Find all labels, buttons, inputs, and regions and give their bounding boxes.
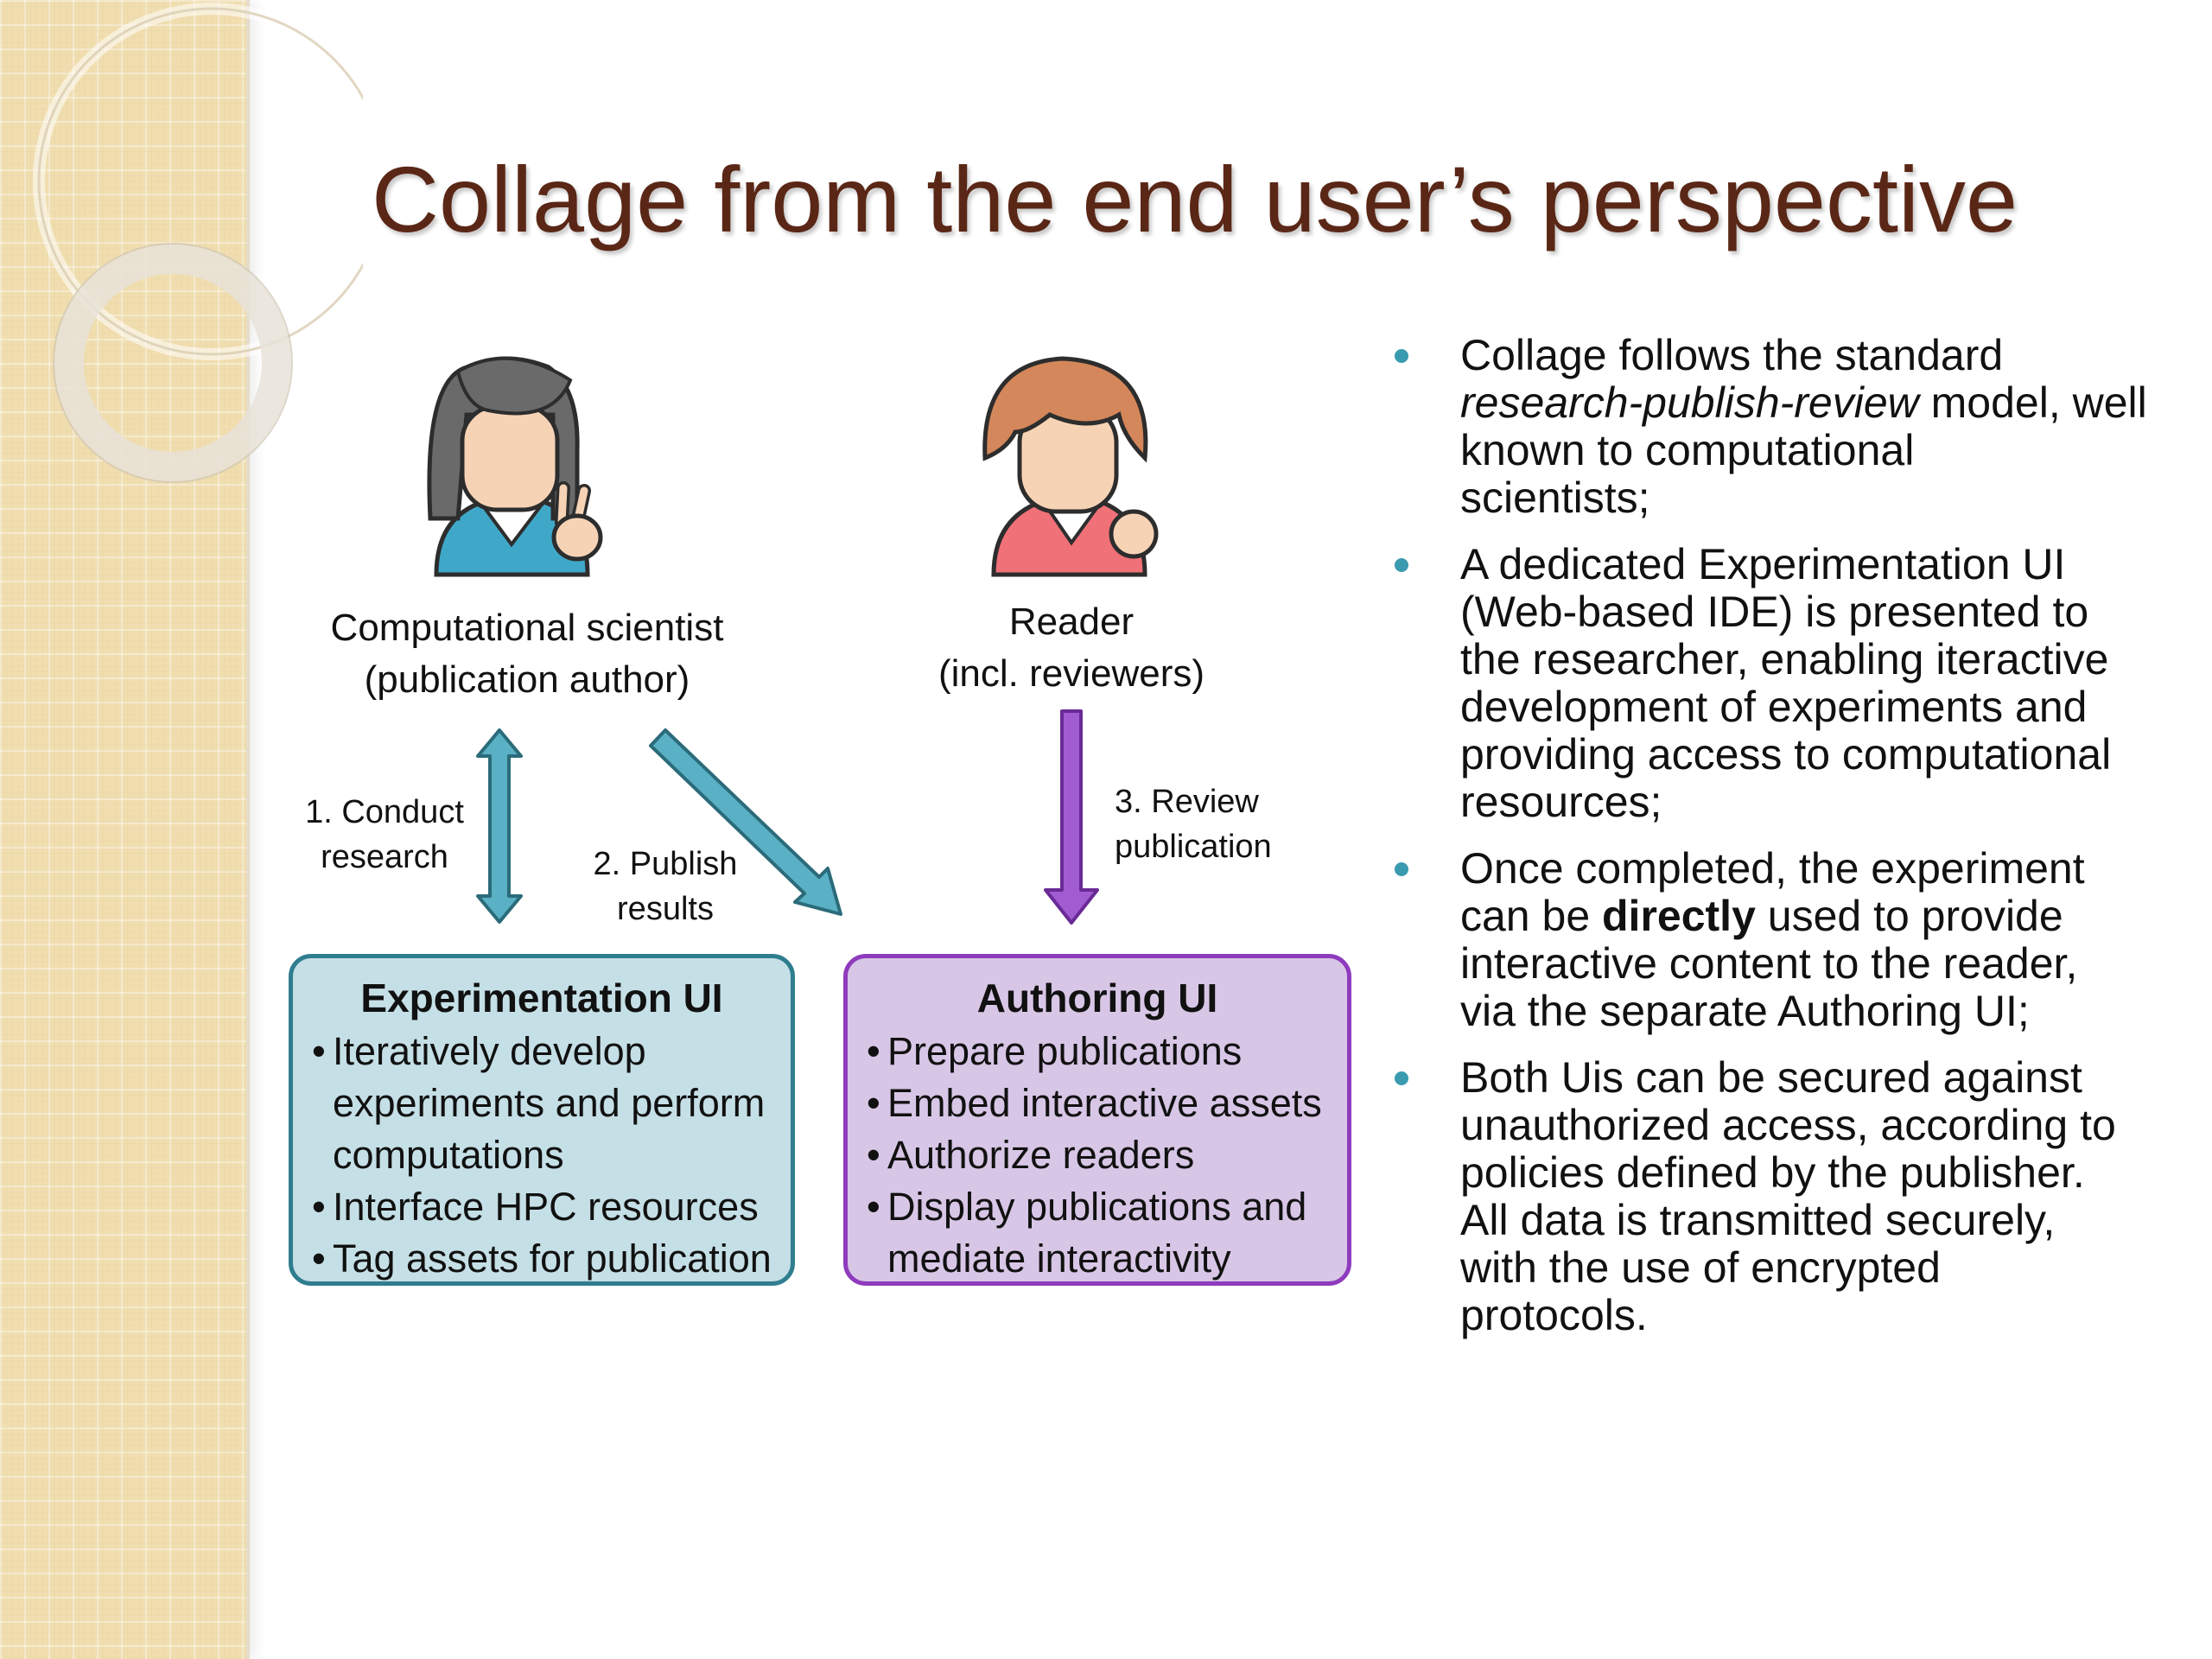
bullet-line: can be directly used to provide	[1460, 892, 2063, 940]
step-label-line2: research	[321, 839, 448, 875]
bullet-line: policies defined by the publisher.	[1460, 1148, 2085, 1197]
bullet-list: Collage follows the standard research-pu…	[1391, 332, 2169, 1358]
list-item: Tag assets for publication	[312, 1233, 772, 1285]
bullet-dot-icon	[1395, 349, 1408, 363]
list-item: Display publications and	[867, 1181, 1328, 1233]
author-label-line1: Computational scientist	[330, 607, 724, 649]
author-label: Computational scientist (publication aut…	[311, 602, 743, 706]
list-item: Interface HPC resources	[312, 1181, 772, 1233]
list-item: experiments and perform	[333, 1081, 766, 1125]
bullet-line: unauthorized access, according to	[1460, 1101, 2116, 1149]
experimentation-ui-title: Experimentation UI	[360, 976, 723, 1020]
list-item: Authorize readers	[867, 1129, 1328, 1181]
bullet-line: providing access to computational	[1460, 730, 2112, 779]
authoring-ui-box: Authoring UI Prepare publications Embed …	[843, 954, 1351, 1286]
bullet-line: protocols.	[1460, 1291, 1648, 1339]
bullet-research-model: Collage follows the standard research-pu…	[1391, 332, 2169, 522]
decorative-rings	[33, 3, 363, 483]
list-item: computations	[333, 1133, 564, 1177]
bullet-dot-icon	[1395, 1071, 1408, 1085]
bullet-authoring-ui: Once completed, the experiment can be di…	[1391, 845, 2169, 1035]
bullet-line: Both Uis can be secured against	[1460, 1053, 2082, 1102]
reader-person-icon	[982, 356, 1159, 577]
bullet-line: Collage follows the standard	[1460, 331, 2004, 379]
step-label-line1: 2. Publish	[593, 846, 738, 882]
bullet-line: All data is transmitted securely,	[1460, 1196, 2056, 1244]
bullet-line: (Web-based IDE) is presented to	[1460, 588, 2089, 636]
scientist-person-icon	[427, 356, 603, 577]
experimentation-ui-list: Iteratively develop experiments and perf…	[312, 1026, 772, 1285]
workflow-diagram	[427, 356, 1159, 925]
bullet-experimentation-ui: A dedicated Experimentation UI (Web-base…	[1391, 541, 2169, 826]
reader-label-line2: (incl. reviewers)	[938, 652, 1205, 695]
bullet-dot-icon	[1395, 862, 1408, 876]
review-publication-arrow	[1044, 709, 1099, 925]
bullet-line: research-publish-review model, well	[1460, 378, 2147, 427]
step-label-line2: results	[617, 891, 714, 927]
step-label-publish: 2. Publish results	[570, 842, 760, 931]
list-item: Prepare publications	[867, 1026, 1328, 1077]
bullet-line: A dedicated Experimentation UI	[1460, 540, 2066, 588]
bullet-security: Both Uis can be secured against unauthor…	[1391, 1054, 2169, 1339]
bullet-line: interactive content to the reader,	[1460, 939, 2078, 988]
step-label-line1: 3. Review	[1115, 784, 1259, 820]
author-label-line2: (publication author)	[364, 658, 690, 701]
list-item: mediate interactivity	[887, 1236, 1231, 1281]
bullet-dot-icon	[1395, 558, 1408, 572]
conduct-research-arrow	[476, 728, 523, 924]
reader-label-line1: Reader	[1008, 601, 1135, 643]
bullet-line: the researcher, enabling iteractive	[1460, 635, 2109, 683]
bullet-line: known to computational	[1460, 426, 1915, 474]
bullet-line: Once completed, the experiment	[1460, 844, 2085, 893]
experimentation-ui-box: Experimentation UI Iteratively develop e…	[289, 954, 795, 1286]
bullet-line: via the separate Authoring UI;	[1460, 987, 2030, 1035]
bullet-line: with the use of encrypted	[1460, 1243, 1941, 1292]
bullet-line: scientists;	[1460, 474, 1650, 522]
bullet-line: development of experiments and	[1460, 683, 2088, 731]
authoring-ui-list: Prepare publications Embed interactive a…	[867, 1026, 1328, 1285]
authoring-ui-title: Authoring UI	[976, 976, 1218, 1020]
slide-title: Collage from the end user’s perspective	[372, 147, 2018, 251]
step-label-line2: publication	[1115, 829, 1272, 865]
step-label-conduct: 1. Conduct research	[289, 790, 480, 880]
list-item: Iteratively develop	[312, 1026, 772, 1077]
step-label-review: 3. Review publication	[1115, 779, 1339, 869]
bullet-line: resources;	[1460, 778, 1662, 826]
list-item: Embed interactive assets	[867, 1077, 1328, 1129]
step-label-line1: 1. Conduct	[305, 794, 464, 830]
publish-results-arrow	[649, 728, 842, 916]
reader-label: Reader (incl. reviewers)	[899, 596, 1244, 700]
